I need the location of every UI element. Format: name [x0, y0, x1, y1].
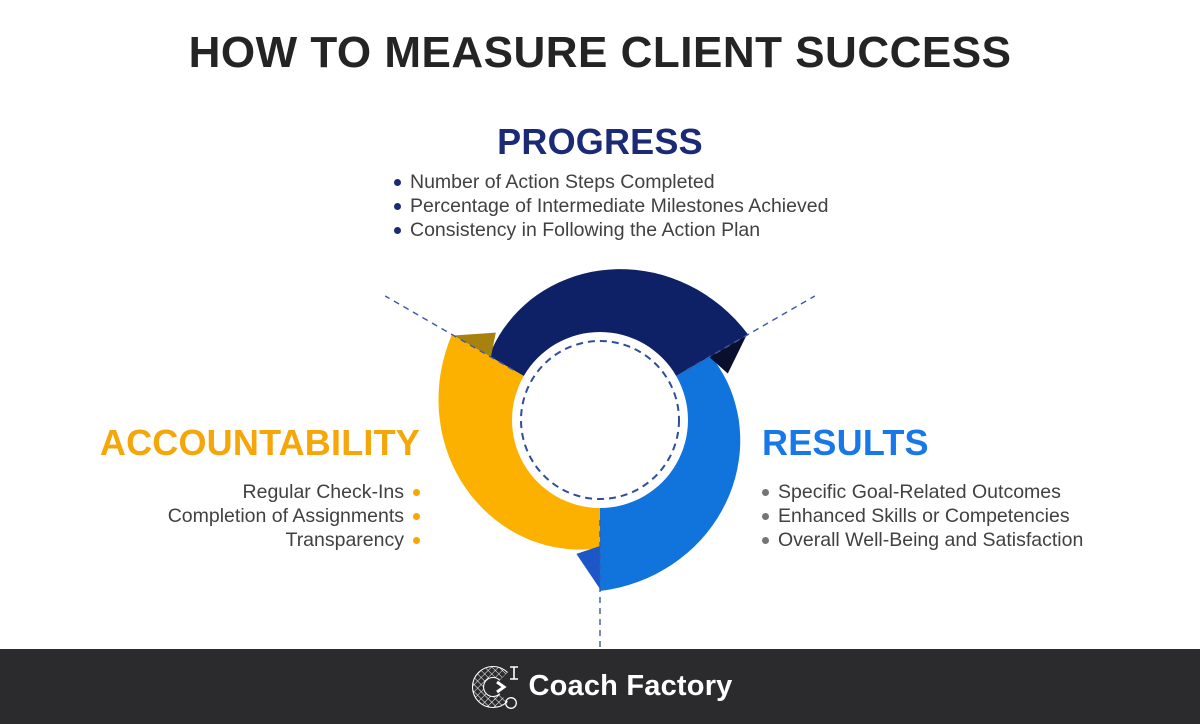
junction-dashed-line: [384, 295, 514, 371]
list-item-label: Regular Check-Ins: [242, 480, 404, 503]
circle-accent-icon: [505, 696, 518, 709]
list-item: Consistency in Following the Action Plan: [394, 218, 828, 242]
progress-arrow-shadow: [709, 335, 747, 374]
list-item-label: Consistency in Following the Action Plan: [410, 218, 761, 241]
list-item-label: Overall Well-Being and Satisfaction: [778, 528, 1084, 551]
chevron-right-icon: [496, 680, 508, 693]
list-item-label: Number of Action Steps Completed: [410, 170, 715, 193]
center-dashed-circle-icon: [520, 340, 680, 500]
accountability-arrow-shadow: [453, 332, 496, 357]
list-item: Overall Well-Being and Satisfaction: [762, 528, 1083, 552]
results-arrow-shadow: [576, 546, 600, 589]
accountability-arc: [438, 334, 600, 550]
junction-dashed-line: [686, 295, 816, 371]
bullet-dot: [762, 512, 769, 520]
bullet-dot: [413, 536, 420, 544]
progress-list: Number of Action Steps Completed Percent…: [394, 170, 828, 242]
accountability-list: Regular Check-Ins Completion of Assignme…: [168, 480, 420, 552]
list-item-label: Specific Goal-Related Outcomes: [778, 480, 1061, 503]
coach-factory-logo-icon: [472, 665, 519, 709]
list-item: Specific Goal-Related Outcomes: [762, 480, 1083, 504]
text-cursor-icon: [510, 665, 519, 680]
list-item: Enhanced Skills or Competencies: [762, 504, 1083, 528]
junction-dashed-lines: [384, 295, 816, 648]
list-item-label: Transparency: [285, 528, 405, 551]
footer-bar: Coach Factory: [0, 649, 1200, 724]
progress-heading: PROGRESS: [497, 121, 703, 162]
list-item: Number of Action Steps Completed: [394, 170, 828, 194]
list-item-label: Percentage of Intermediate Milestones Ac…: [410, 194, 829, 217]
bullet-dot: [394, 226, 401, 234]
list-item: Regular Check-Ins: [168, 480, 420, 504]
list-item: Percentage of Intermediate Milestones Ac…: [394, 194, 828, 218]
brand-name: Coach Factory: [528, 670, 733, 702]
list-item-label: Enhanced Skills or Competencies: [778, 504, 1070, 527]
bullet-dot: [394, 178, 401, 186]
list-item: Transparency: [168, 528, 420, 552]
cycle-arrow-shadows: [453, 332, 747, 589]
results-arc: [600, 356, 741, 591]
cycle-arcs: [438, 269, 749, 591]
list-item: Completion of Assignments: [168, 504, 420, 528]
bullet-dot: [762, 488, 769, 496]
results-list: Specific Goal-Related Outcomes Enhanced …: [762, 480, 1083, 552]
results-heading: RESULTS: [762, 422, 929, 463]
bullet-dot: [413, 488, 420, 496]
bullet-dot: [413, 512, 420, 520]
bullet-dot: [394, 202, 401, 210]
list-item-label: Completion of Assignments: [167, 504, 404, 527]
page-title: HOW TO MEASURE CLIENT SUCCESS: [188, 28, 1012, 77]
bullet-dot: [762, 536, 769, 544]
progress-arc: [489, 269, 749, 376]
accountability-heading: ACCOUNTABILITY: [99, 422, 420, 463]
